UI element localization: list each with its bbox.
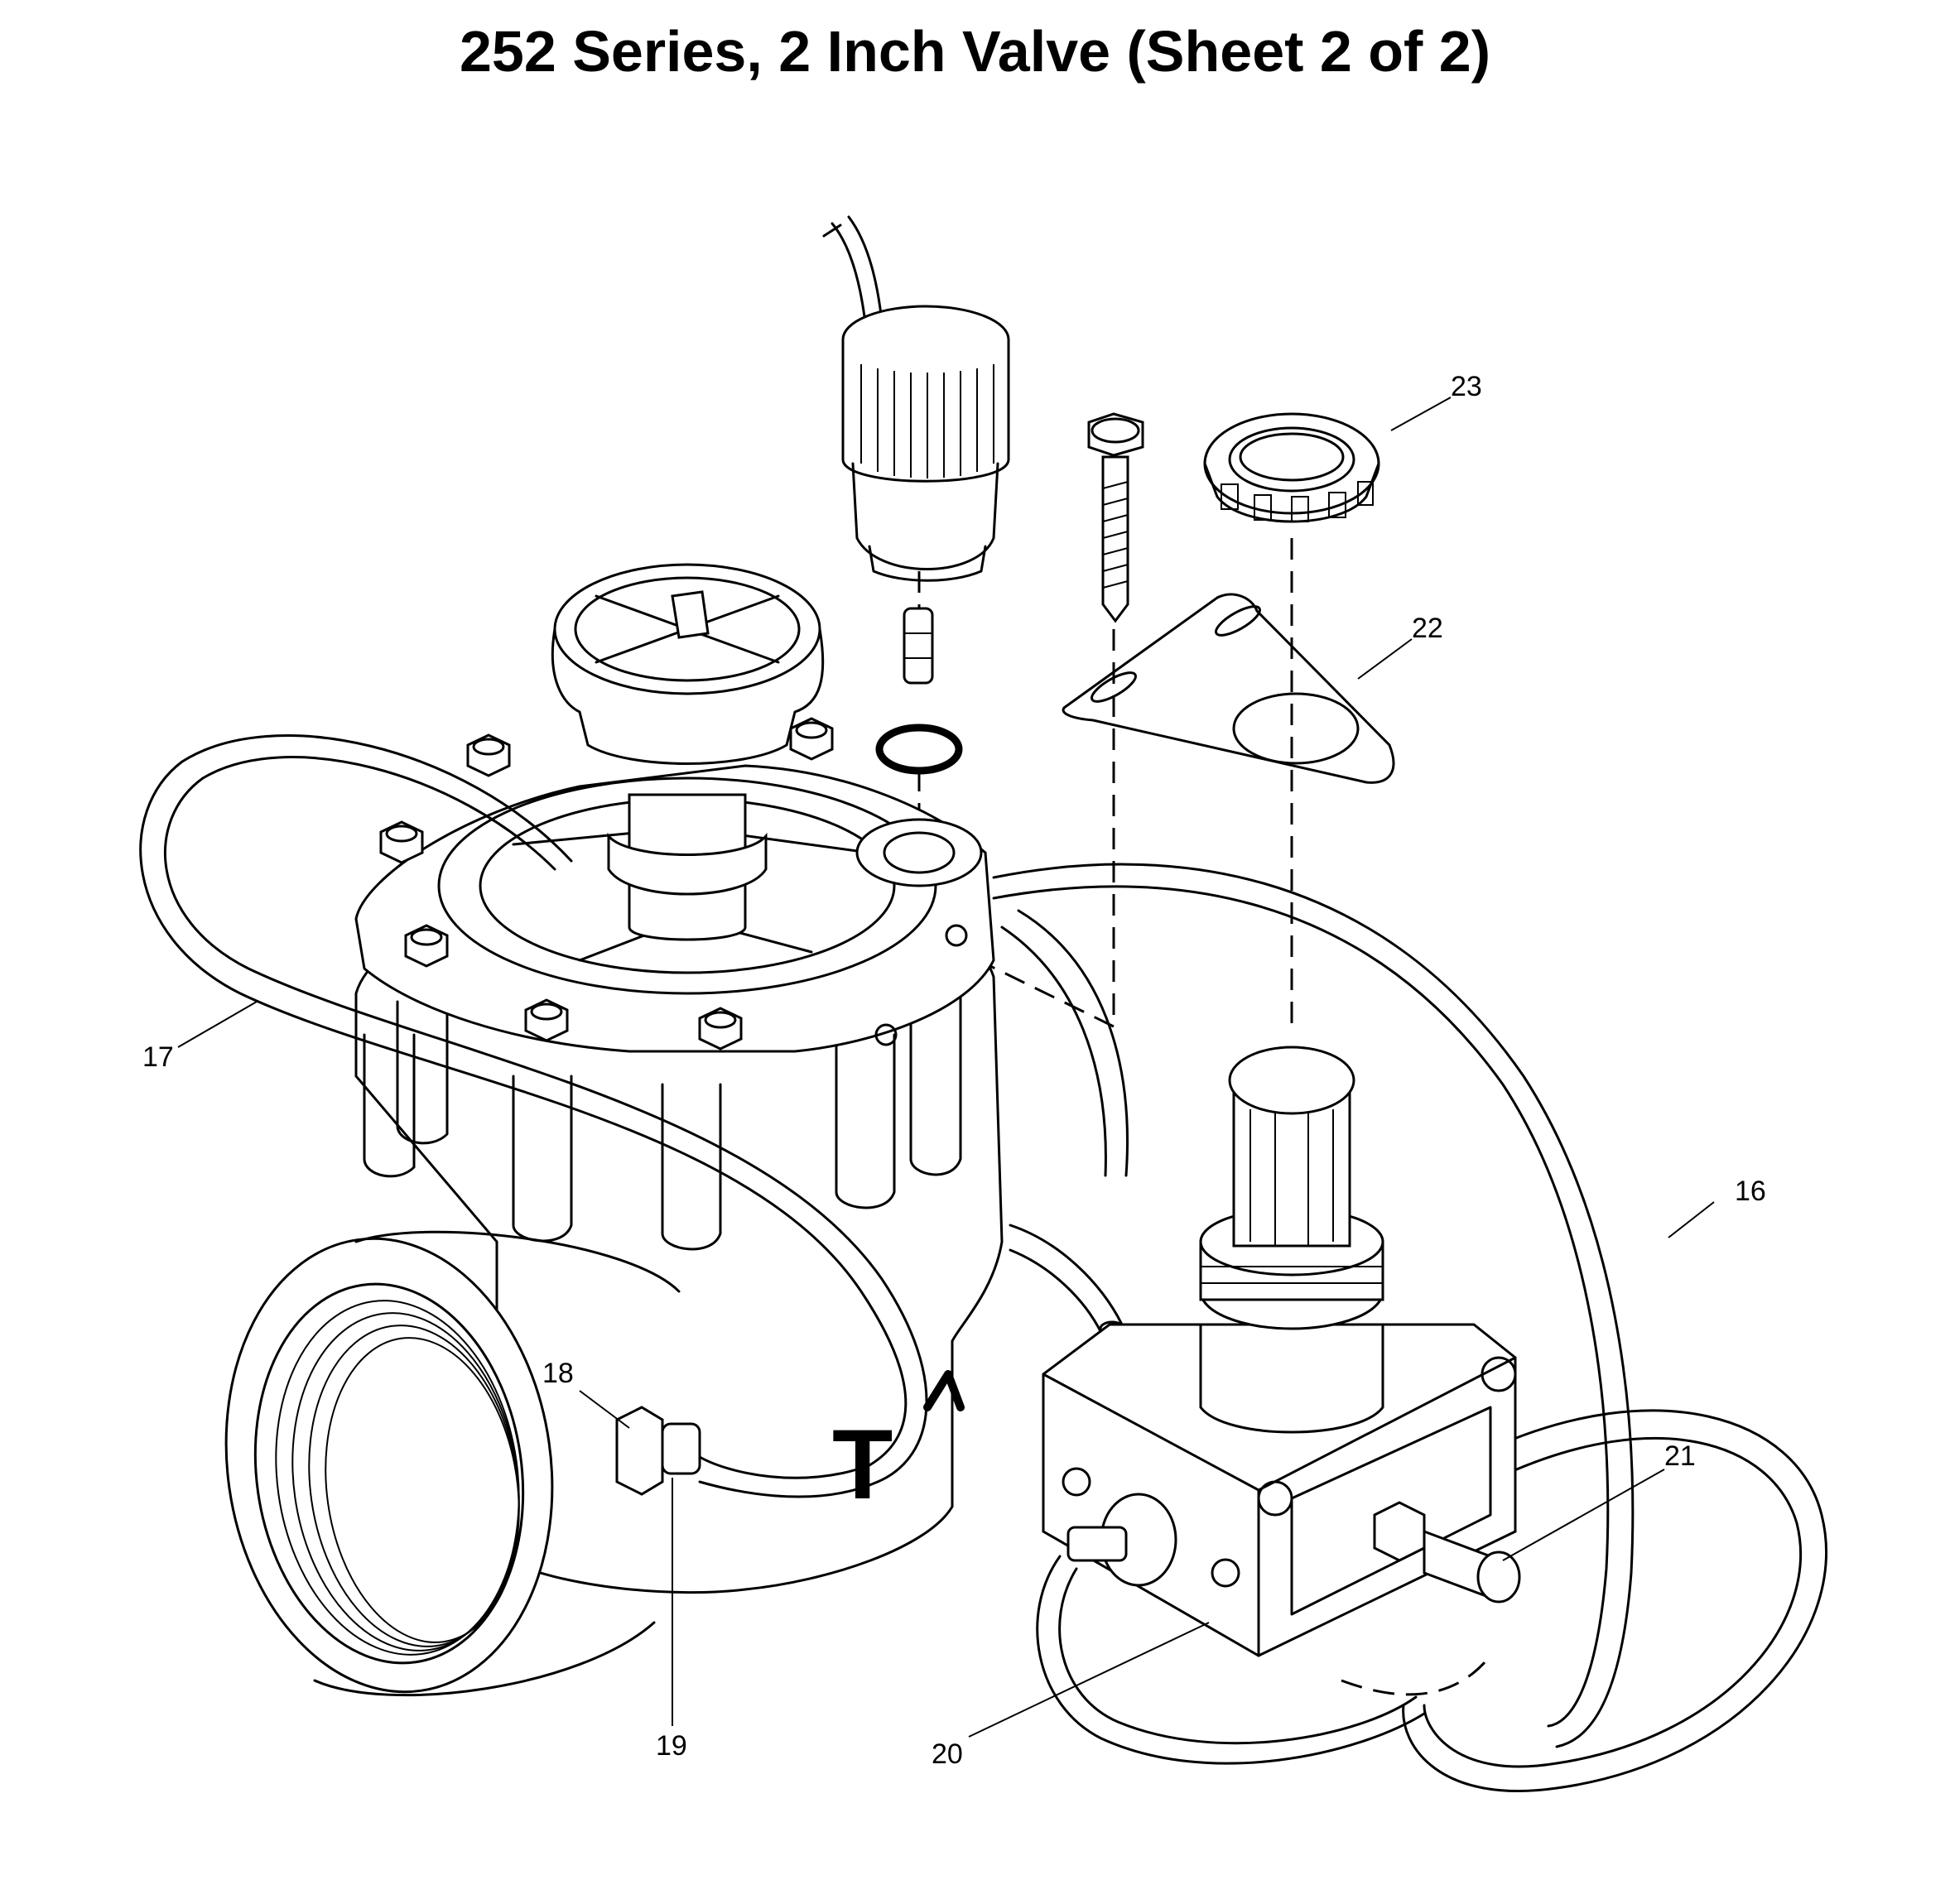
diagram-title: 252 Series, 2 Inch Valve (Sheet 2 of 2)	[459, 19, 1491, 84]
callout-17: 17	[142, 1041, 174, 1073]
callout-20: 20	[932, 1738, 963, 1770]
bonnet-bolts	[379, 717, 834, 1051]
assembly-lines	[910, 538, 1492, 1696]
callouts: 16 17 18 19 20 21 22 23	[142, 371, 1766, 1770]
callout-23: 23	[1451, 371, 1482, 402]
pressure-regulator	[1042, 1046, 1521, 1657]
plunger	[903, 607, 934, 685]
solenoid-wires	[822, 215, 884, 325]
callout-18: 18	[542, 1358, 574, 1389]
tubing	[139, 734, 1827, 1792]
callout-21: 21	[1664, 1440, 1696, 1472]
mounting-bracket	[1062, 593, 1395, 784]
lock-ring	[1203, 412, 1380, 523]
valve-body: T	[224, 563, 1004, 1697]
bracket-bolt	[1087, 412, 1144, 623]
o-ring	[875, 724, 963, 775]
callout-16: 16	[1735, 1176, 1766, 1207]
body-marking: T	[832, 1409, 893, 1520]
leader-lines	[177, 397, 1715, 1738]
solenoid	[841, 305, 1010, 582]
callout-19: 19	[656, 1730, 687, 1762]
callout-22: 22	[1412, 613, 1443, 644]
